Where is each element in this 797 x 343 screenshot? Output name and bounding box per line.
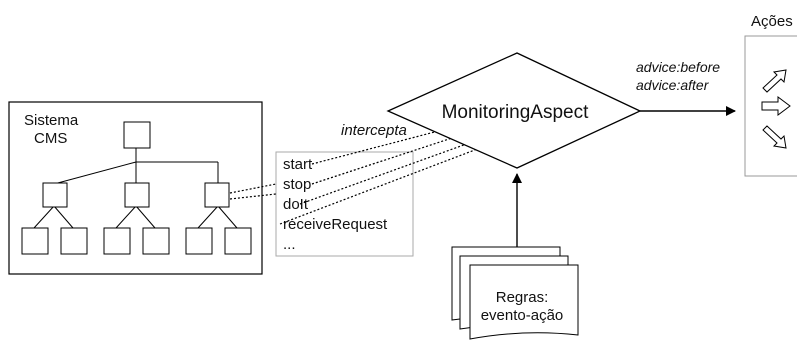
tree-node-level2 <box>42 182 68 208</box>
tree-node-level2 <box>124 182 150 208</box>
tree-leaf-node <box>185 227 213 255</box>
advice-before-label: advice:before <box>636 59 720 75</box>
tree-root-node <box>123 121 151 149</box>
method-item: stop <box>283 176 311 193</box>
rules-document-stack: Regras: evento-ação <box>451 246 579 340</box>
tree-leaf-node <box>103 227 131 255</box>
aspect-name: MonitoringAspect <box>442 102 590 123</box>
intercept-label: intercepta <box>341 122 407 139</box>
system-title-line2: CMS <box>34 130 67 147</box>
tree-node-level2 <box>204 182 230 208</box>
methods-box: start stop doIt receiveRequest ... <box>275 151 414 257</box>
arrow-up-right-icon <box>762 69 787 93</box>
rules-line1: Regras: <box>496 289 549 306</box>
tree-leaf-node <box>142 227 170 255</box>
monitoring-aspect-diamond: MonitoringAspect <box>386 52 642 169</box>
actions-title: Ações <box>751 13 793 30</box>
method-item: receiveRequest <box>283 216 388 233</box>
actions-box: Ações <box>744 13 797 177</box>
system-cms-box: Sistema CMS <box>8 101 263 275</box>
method-item: ... <box>283 236 296 253</box>
tree-edges <box>33 143 238 229</box>
method-item: start <box>283 156 313 173</box>
intercept-lines <box>229 127 481 225</box>
arrow-down-right-icon <box>762 125 787 149</box>
tree-leaf-node <box>60 227 88 255</box>
system-title-line1: Sistema <box>24 112 79 129</box>
rules-line2: evento-ação <box>481 307 564 324</box>
advice-after-label: advice:after <box>636 77 710 93</box>
tree-leaf-node <box>224 227 252 255</box>
arrow-right-icon <box>761 96 791 116</box>
tree-leaf-node <box>21 227 49 255</box>
method-item: doIt <box>283 196 309 213</box>
